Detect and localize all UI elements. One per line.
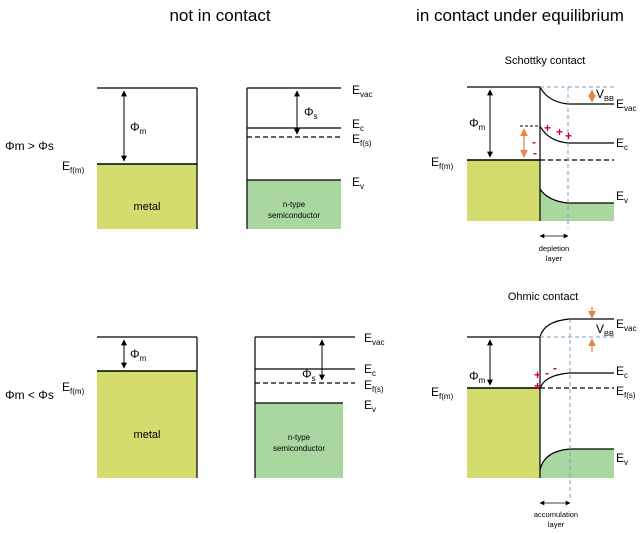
ohmic-charge-3: - [545, 366, 549, 380]
depletion-label-line2: layer [546, 254, 563, 263]
schottky-metal-block [467, 160, 540, 221]
schottky-phi-m-label: Φm [469, 116, 486, 132]
ohmic-charge-2: + [534, 379, 541, 393]
phi-s-label: Φs [304, 105, 318, 121]
schottky-label: Schottky contact [505, 55, 586, 67]
header-not-in-contact: not in contact [169, 6, 270, 25]
schottky-semi-block [540, 189, 614, 221]
evac-label-bottom: Evac [364, 331, 384, 347]
ef-semi-label: Ef(s) [352, 132, 372, 148]
ohmic-evac-label: Evac [616, 317, 636, 333]
metal-text: metal [134, 201, 161, 213]
semi-block-bottom [255, 403, 343, 478]
ohmic-panel: Φm Ef(m) VBB Evac Ec Ef(s) Ev + + - - ac… [431, 307, 636, 529]
ohmic-semi-block [540, 449, 614, 478]
metal-block [97, 164, 197, 229]
condition-top: Φm > Φs [5, 139, 54, 153]
accumulation-label-line2: layer [548, 520, 565, 529]
schottky-charge-5: - [533, 146, 537, 160]
phi-s-label-bottom: Φs [302, 367, 316, 383]
semi-text-line2: semiconductor [268, 211, 320, 220]
depletion-label-line1: depletion [539, 244, 569, 253]
schottky-charge-2: + [556, 125, 563, 139]
schottky-charge-4: - [532, 135, 536, 149]
ohmic-charge-1: + [534, 368, 541, 382]
metal-block-bottom [97, 371, 197, 478]
ohmic-ec-label: Ec [616, 364, 628, 380]
ohmic-label: Ohmic contact [508, 291, 578, 303]
schottky-evac-label: Evac [616, 97, 636, 113]
semi-text-bottom-line2: semiconductor [273, 444, 325, 453]
schottky-charge-1: + [544, 121, 551, 135]
semi-bottom-panel: Φs Evac Ec Ef(s) Ev n-type semiconductor [254, 331, 384, 478]
ohmic-ev-label: Ev [616, 451, 628, 467]
condition-bottom: Φm < Φs [5, 388, 54, 402]
ef-metal-label: Ef(m) [62, 159, 85, 175]
header-in-contact: in contact under equilibrium [416, 6, 624, 25]
ef-metal-label-bottom: Ef(m) [62, 380, 85, 396]
ec-label: Ec [352, 117, 364, 133]
ohmic-phi-m-label: Φm [469, 369, 486, 385]
phi-m-label: Φm [130, 120, 147, 136]
semi-top-panel: Φs Evac Ec Ef(s) Ev n-type semiconductor [246, 83, 372, 229]
schottky-ef-label: Ef(m) [431, 155, 454, 171]
ohmic-vbb-label: VBB [596, 322, 614, 338]
phi-m-label-bottom: Φm [130, 347, 147, 363]
ec-label-bottom: Ec [364, 362, 376, 378]
metal-bottom-panel: Φm Ef(m) metal [62, 336, 198, 478]
schottky-ev-label: Ev [616, 189, 628, 205]
ev-label: Ev [352, 175, 364, 191]
semi-block [247, 180, 341, 229]
ohmic-ef-semi-label: Ef(s) [616, 384, 636, 400]
ohmic-ef-label: Ef(m) [431, 385, 454, 401]
accumulation-label-line1: accumulation [534, 510, 578, 519]
ohmic-charge-4: - [553, 361, 557, 375]
schottky-vbb-label: VBB [596, 87, 614, 103]
schottky-charge-3: + [565, 129, 572, 143]
ef-semi-label-bottom: Ef(s) [364, 378, 384, 394]
ev-label-bottom: Ev [364, 398, 376, 414]
semi-text-bottom-line1: n-type [288, 433, 311, 442]
metal-text-bottom: metal [134, 429, 161, 441]
evac-label: Evac [352, 83, 372, 99]
metal-top-panel: Φm Ef(m) metal [62, 87, 198, 229]
ohmic-metal-block [467, 388, 540, 478]
schottky-ec-label: Ec [616, 136, 628, 152]
semi-text-line1: n-type [283, 200, 306, 209]
schottky-panel: Φm Ef(m) VBB Evac Ec Ev + + + - - deplet… [431, 86, 636, 263]
